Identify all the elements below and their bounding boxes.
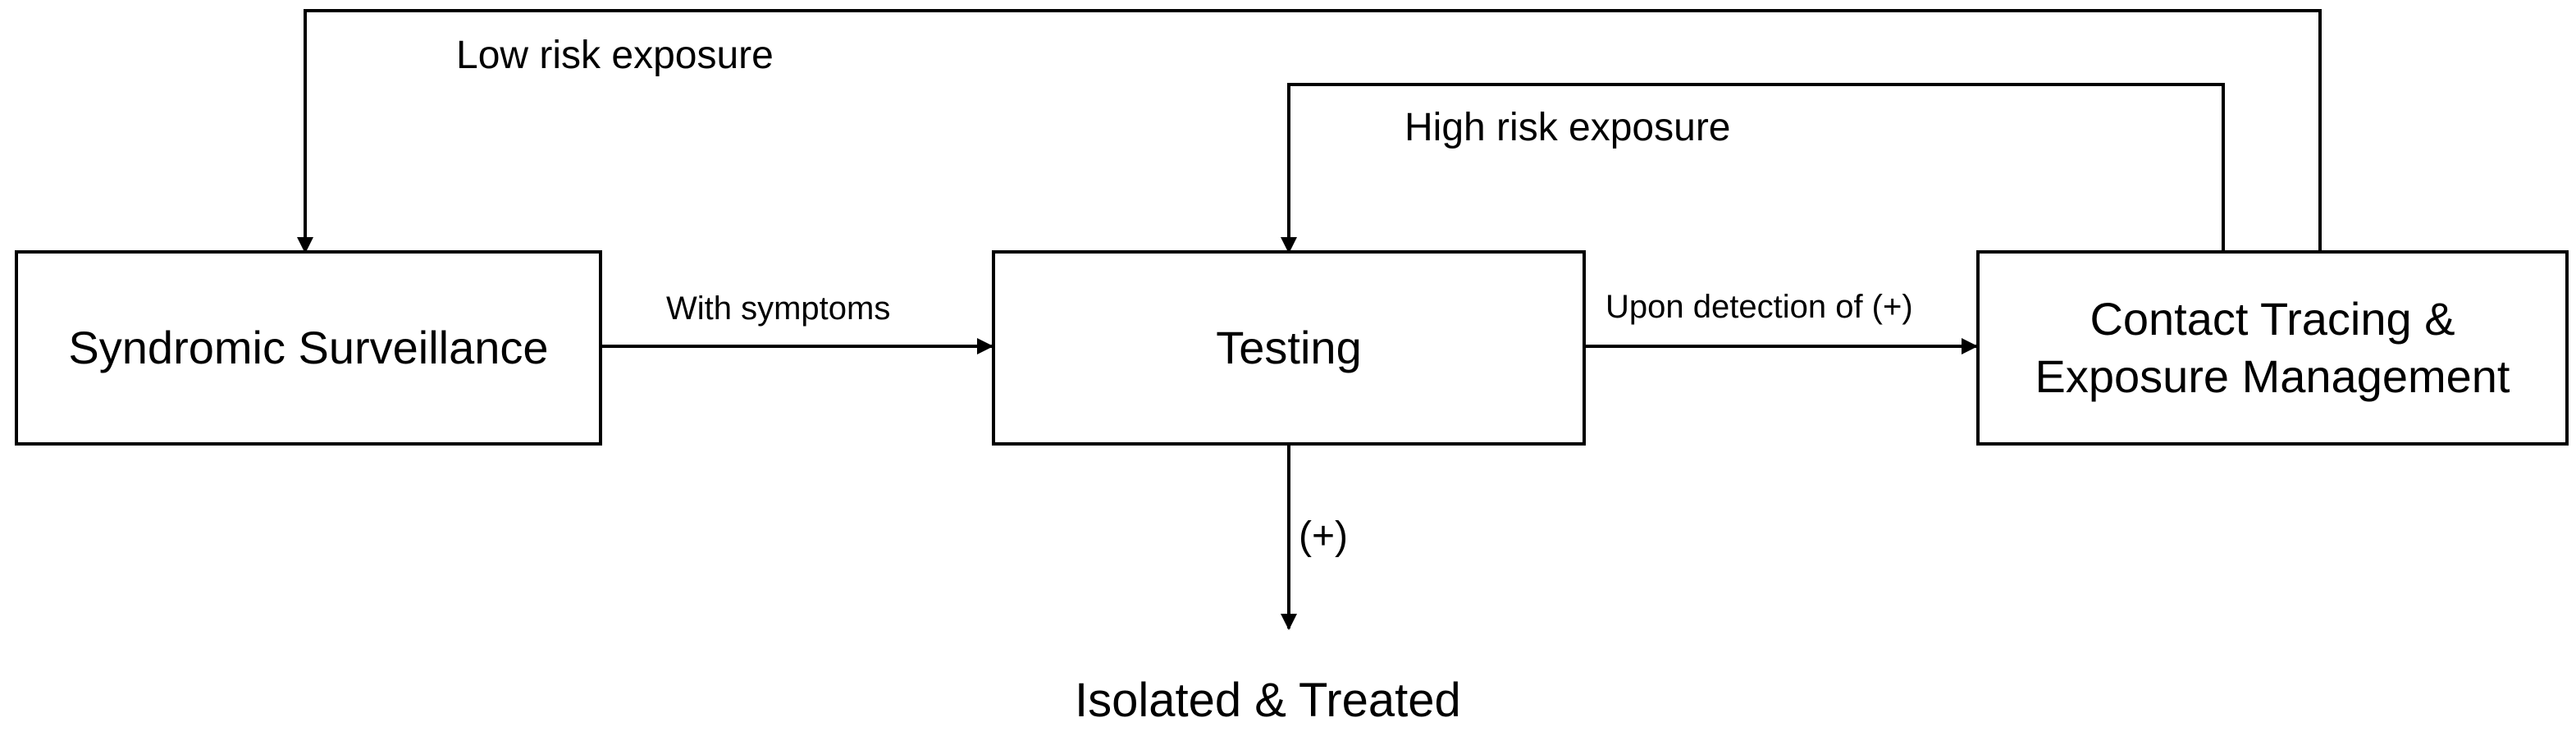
low-risk-exposure-arrow [297,9,2322,254]
with-symptoms-label: With symptoms [666,290,891,327]
testing-label: Testing [1216,322,1362,373]
testing-node: Testing [992,250,1586,446]
isolated-treated-label: Isolated & Treated [1075,674,1461,727]
syndromic-surveillance-node: Syndromic Surveillance [15,250,602,446]
positive-result-label: (+) [1299,514,1348,558]
syndromic-surveillance-label: Syndromic Surveillance [68,322,549,373]
upon-detection-label: Upon detection of (+) [1605,289,1913,325]
low-risk-exposure-label: Low risk exposure [456,34,774,77]
contact-tracing-node: Contact Tracing & Exposure Management [1976,250,2569,446]
high-risk-exposure-label: High risk exposure [1404,106,1731,149]
high-risk-exposure-arrow [1281,83,2225,254]
contact-tracing-label: Contact Tracing & Exposure Management [2035,293,2510,402]
